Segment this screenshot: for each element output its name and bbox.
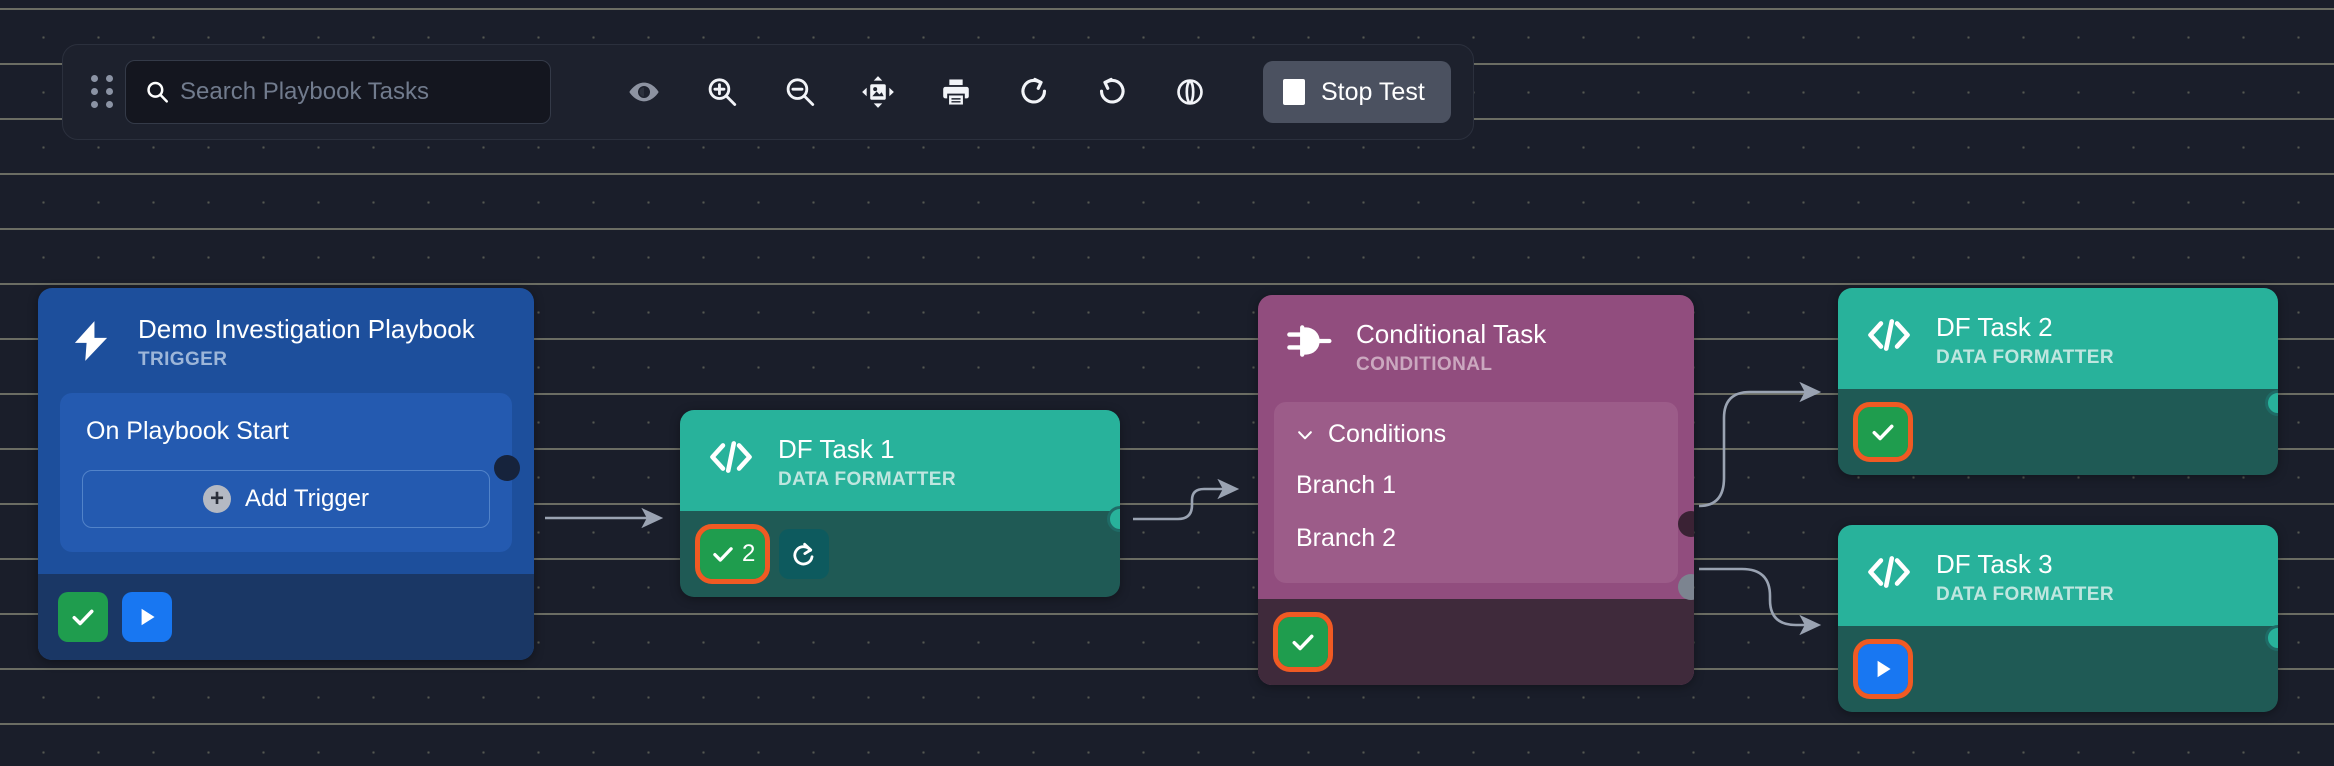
node-df3-title: DF Task 3 [1936, 549, 2114, 580]
node-df-task-2[interactable]: DF Task 2 DATA FORMATTER [1838, 288, 2278, 475]
logic-gate-icon [1284, 317, 1334, 361]
trigger-row-on-playbook-start[interactable]: On Playbook Start [82, 413, 490, 452]
search-box[interactable] [125, 60, 551, 124]
branch-1-label: Branch 1 [1296, 471, 1396, 499]
playbook-toolbar[interactable]: Stop Test [62, 44, 1474, 140]
node-trigger-title: Demo Investigation Playbook [138, 314, 475, 345]
node-trigger[interactable]: Demo Investigation Playbook TRIGGER On P… [38, 288, 534, 660]
stop-test-label: Stop Test [1321, 78, 1425, 107]
branch-2-label: Branch 2 [1296, 524, 1396, 552]
stop-test-button[interactable]: Stop Test [1263, 61, 1451, 123]
node-df-task-1[interactable]: DF Task 1 DATA FORMATTER 2 [680, 410, 1120, 597]
conditions-toggle[interactable]: Conditions [1292, 416, 1660, 459]
add-trigger-label: Add Trigger [245, 485, 369, 513]
trigger-output-port[interactable] [494, 455, 520, 481]
code-brackets-icon [706, 432, 756, 478]
globe-icon[interactable] [1169, 71, 1211, 113]
node-df1-title: DF Task 1 [778, 434, 956, 465]
plus-icon: + [203, 485, 231, 513]
success-count-label: 2 [742, 540, 755, 568]
undo-icon[interactable] [1091, 71, 1133, 113]
edge-df1-to-conditional [1133, 489, 1234, 519]
edge-branch1-to-df2 [1699, 392, 1816, 506]
node-trigger-footer[interactable] [38, 574, 534, 660]
trigger-row-label: On Playbook Start [86, 417, 289, 445]
stop-square-icon [1283, 79, 1305, 105]
code-brackets-icon [1864, 310, 1914, 356]
code-brackets-icon [1864, 547, 1914, 593]
node-df1-footer[interactable]: 2 [680, 511, 1120, 597]
node-df2-subtitle: DATA FORMATTER [1936, 347, 2114, 369]
status-success-button[interactable] [58, 592, 108, 642]
chevron-down-icon [1294, 424, 1316, 446]
status-success-button[interactable] [1278, 617, 1328, 667]
branch-1-output-port[interactable] [1678, 511, 1694, 537]
node-df2-header: DF Task 2 DATA FORMATTER [1838, 288, 2278, 389]
search-icon [144, 79, 170, 105]
zoom-out-icon[interactable] [779, 71, 821, 113]
run-button[interactable] [122, 592, 172, 642]
node-df3-footer[interactable] [1838, 626, 2278, 712]
toolbar-icon-group[interactable] [623, 71, 1211, 113]
node-df1-subtitle: DATA FORMATTER [778, 469, 956, 491]
node-conditional-task[interactable]: Conditional Task CONDITIONAL Conditions … [1258, 295, 1694, 685]
node-conditional-footer[interactable] [1258, 599, 1694, 685]
status-success-button[interactable] [1858, 407, 1908, 457]
run-button[interactable] [1858, 644, 1908, 694]
node-df1-header: DF Task 1 DATA FORMATTER [680, 410, 1120, 511]
node-conditional-subtitle: CONDITIONAL [1356, 354, 1546, 376]
drag-handle-icon[interactable] [89, 75, 115, 109]
eye-icon[interactable] [623, 71, 665, 113]
node-trigger-header: Demo Investigation Playbook TRIGGER [38, 288, 534, 385]
node-df-task-3[interactable]: DF Task 3 DATA FORMATTER [1838, 525, 2278, 712]
lightning-bolt-icon [66, 312, 116, 366]
branch-row-1[interactable]: Branch 1 [1292, 459, 1660, 512]
node-df3-header: DF Task 3 DATA FORMATTER [1838, 525, 2278, 626]
zoom-in-icon[interactable] [701, 71, 743, 113]
trigger-panel: On Playbook Start + Add Trigger [60, 393, 512, 552]
rerun-button[interactable] [779, 529, 829, 579]
add-trigger-button[interactable]: + Add Trigger [82, 470, 490, 528]
branch-2-output-port[interactable] [1678, 574, 1694, 600]
print-icon[interactable] [935, 71, 977, 113]
edge-branch2-to-df3 [1699, 569, 1816, 625]
node-df3-subtitle: DATA FORMATTER [1936, 584, 2114, 606]
conditions-label: Conditions [1328, 420, 1446, 449]
node-trigger-subtitle: TRIGGER [138, 349, 475, 371]
node-conditional-title: Conditional Task [1356, 319, 1546, 350]
fit-screen-icon[interactable] [857, 71, 899, 113]
status-success-count-badge[interactable]: 2 [700, 529, 765, 579]
search-input[interactable] [180, 78, 520, 106]
node-conditional-header: Conditional Task CONDITIONAL [1258, 295, 1694, 396]
node-df2-footer[interactable] [1838, 389, 2278, 475]
node-df2-title: DF Task 2 [1936, 312, 2114, 343]
redo-icon[interactable] [1013, 71, 1055, 113]
branch-row-2[interactable]: Branch 2 [1292, 512, 1660, 565]
conditions-panel: Conditions Branch 1 Branch 2 [1274, 402, 1678, 583]
